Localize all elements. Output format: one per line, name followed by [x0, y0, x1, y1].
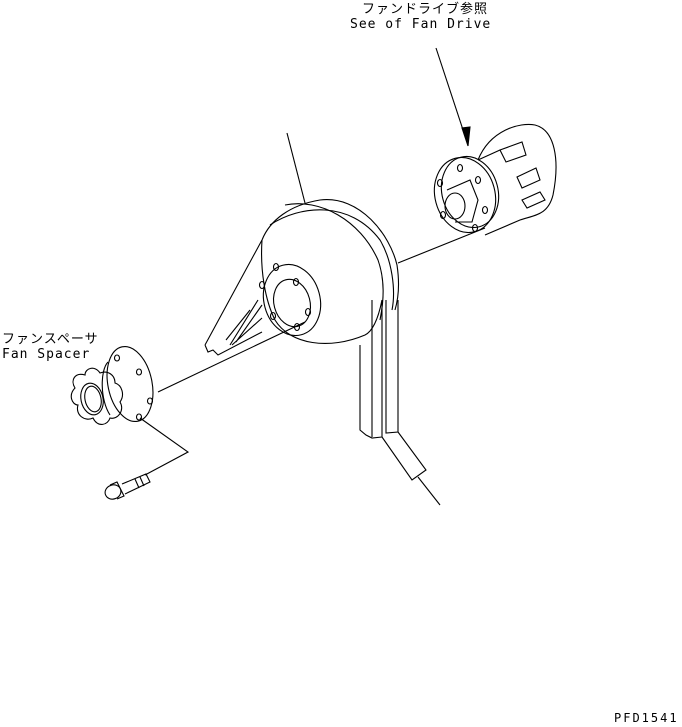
fan-blade-hatch — [225, 299, 263, 346]
fan-blade — [204, 239, 263, 356]
fan-spacer-label-en: Fan Spacer — [2, 347, 91, 362]
fan-spacer-label-jp: ファンスペーサ — [2, 332, 99, 347]
pulley-leader-line — [286, 132, 306, 204]
drawing-code: PFD1541 — [614, 711, 679, 725]
center-line — [157, 321, 306, 393]
fan-drive — [433, 123, 557, 236]
center-line — [397, 227, 486, 264]
fan-spacer — [70, 346, 154, 425]
fan-drive-arrow — [435, 47, 471, 147]
v-belt — [359, 300, 427, 481]
fan-drive-label-jp: ファンドライブ参照 — [362, 2, 489, 17]
pulley — [258, 199, 400, 344]
bolt-leader-line — [139, 417, 190, 476]
bolt — [104, 473, 151, 500]
belt-leader-line — [417, 476, 441, 506]
fan-drive-label-en: See of Fan Drive — [350, 17, 492, 32]
